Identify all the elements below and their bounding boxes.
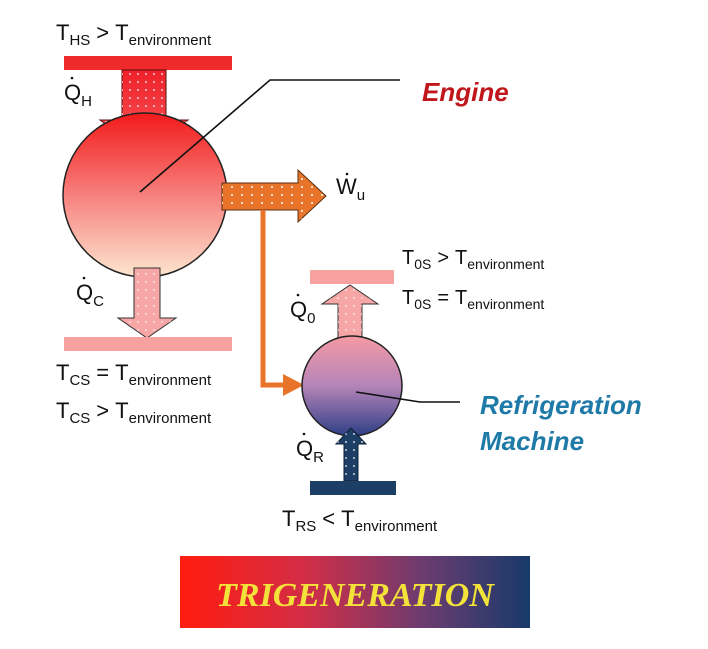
hot-source-bar — [64, 56, 232, 70]
refrigeration-heat-output-dot — [296, 293, 300, 297]
heat-rejection-label: QC — [76, 280, 104, 310]
refrigeration-title-line1: Refrigeration — [480, 390, 642, 420]
refrigeration-heat-input-dot — [302, 432, 306, 436]
heat-rejection-dot — [82, 276, 86, 280]
work-branch-arrowhead — [283, 374, 304, 396]
work-output-label: Wu — [336, 174, 365, 204]
refrigeration-circle — [301, 335, 403, 437]
refrigeration-title-line2: Machine — [480, 426, 584, 456]
engine-pointer-line — [139, 79, 400, 193]
refrigeration-heat-output-label: Q0 — [290, 297, 315, 327]
refrigeration-output-label-2: T0S=Tenvironment — [402, 287, 544, 312]
hot-source-label: THS>Tenvironment — [56, 20, 212, 49]
refrigeration-pointer-line — [355, 391, 460, 403]
work-branch-line — [260, 210, 285, 388]
heat-input-dot — [70, 76, 74, 80]
refrigeration-heat-input-label: QR — [296, 436, 324, 466]
refrigeration-output-label-1: T0S>Tenvironment — [402, 247, 544, 272]
engine-title: Engine — [422, 77, 509, 107]
refrigeration-source-bar — [310, 481, 396, 495]
cold-sink-label-2: TCS>Tenvironment — [56, 398, 212, 427]
cold-sink-label-1: TCS=Tenvironment — [56, 360, 212, 389]
work-output-dot — [345, 172, 349, 176]
heat-input-label: QH — [64, 80, 92, 110]
refrigeration-source-label: TRS<Tenvironment — [282, 506, 438, 535]
cold-sink-bar — [64, 337, 232, 351]
refrigeration-output-bar — [310, 270, 394, 284]
trigeneration-banner-text: TRIGENERATION — [216, 577, 495, 614]
trigeneration-banner — [180, 556, 530, 628]
